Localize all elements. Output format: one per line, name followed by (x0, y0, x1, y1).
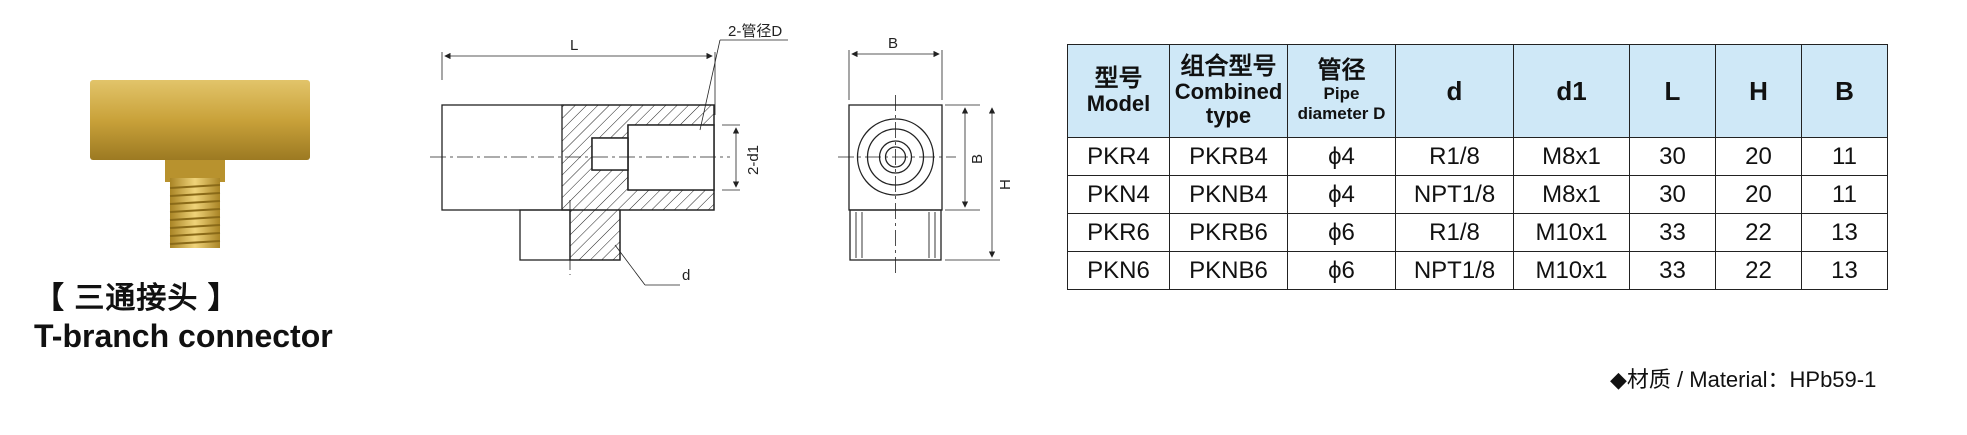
cell-model: PKR4 (1067, 137, 1170, 176)
cell-combined: PKRB6 (1169, 213, 1288, 252)
cell-d: NPT1/8 (1395, 175, 1514, 214)
cell-d1: M10x1 (1513, 213, 1630, 252)
table-row: PKN6 PKNB6 ϕ6 NPT1/8 M10x1 33 22 13 (1067, 251, 1888, 290)
cell-L: 30 (1629, 137, 1716, 176)
cell-d1: M8x1 (1513, 175, 1630, 214)
cell-H: 20 (1715, 137, 1802, 176)
cell-model: PKN4 (1067, 175, 1170, 214)
cell-L: 30 (1629, 175, 1716, 214)
header-combined-type: 组合型号 Combined type (1169, 44, 1288, 138)
table-row: PKN4 PKNB4 ϕ4 NPT1/8 M8x1 30 20 11 (1067, 175, 1888, 214)
product-photo (90, 80, 310, 248)
cell-pipe: ϕ4 (1287, 137, 1396, 176)
cell-H: 20 (1715, 175, 1802, 214)
header-B: B (1801, 44, 1888, 138)
table-header-row: 型号 Model 组合型号 Combined type 管径 Pipe diam… (1067, 44, 1888, 138)
material-note: ◆材质 / Material：HPb59-1 (1610, 367, 1877, 392)
cell-d: R1/8 (1395, 213, 1514, 252)
cell-d1: M8x1 (1513, 137, 1630, 176)
cell-L: 33 (1629, 213, 1716, 252)
product-name-en: T-branch connector (34, 318, 333, 354)
product-caption: 【 三通接头 】 T-branch connector (34, 282, 333, 354)
cell-d: NPT1/8 (1395, 251, 1514, 290)
cell-pipe: ϕ6 (1287, 213, 1396, 252)
cell-pipe: ϕ4 (1287, 175, 1396, 214)
dim-label-pipe: 2-管径D (728, 23, 782, 40)
header-H: H (1715, 44, 1802, 138)
cell-B: 13 (1801, 213, 1888, 252)
technical-drawing: L 2-管径D d 2-d1 B B H (430, 23, 1014, 286)
cell-model: PKR6 (1067, 213, 1170, 252)
spec-table: 型号 Model 组合型号 Combined type 管径 Pipe diam… (1067, 44, 1888, 290)
dim-label-L: L (570, 37, 578, 54)
cell-d: R1/8 (1395, 137, 1514, 176)
front-view (838, 50, 1000, 275)
cell-model: PKN6 (1067, 251, 1170, 290)
header-L: L (1629, 44, 1716, 138)
cell-B: 11 (1801, 137, 1888, 176)
dim-label-d1: 2-d1 (745, 145, 762, 175)
table-row: PKR6 PKRB6 ϕ6 R1/8 M10x1 33 22 13 (1067, 213, 1888, 252)
side-view (430, 39, 788, 286)
cell-combined: PKRB4 (1169, 137, 1288, 176)
cell-d1: M10x1 (1513, 251, 1630, 290)
dim-label-H: H (997, 179, 1014, 190)
cell-L: 33 (1629, 251, 1716, 290)
cell-H: 22 (1715, 251, 1802, 290)
dim-label-B-top: B (888, 35, 898, 52)
cell-combined: PKNB4 (1169, 175, 1288, 214)
cell-pipe: ϕ6 (1287, 251, 1396, 290)
cell-B: 13 (1801, 251, 1888, 290)
header-model: 型号 Model (1067, 44, 1170, 138)
header-pipe-diameter: 管径 Pipe diameter D (1287, 44, 1396, 138)
cell-H: 22 (1715, 213, 1802, 252)
table-row: PKR4 PKRB4 ϕ4 R1/8 M8x1 30 20 11 (1067, 137, 1888, 176)
cell-B: 11 (1801, 175, 1888, 214)
product-name-cn: 【 三通接头 】 (34, 282, 239, 315)
header-d: d (1395, 44, 1514, 138)
cell-combined: PKNB6 (1169, 251, 1288, 290)
dim-label-d: d (682, 267, 690, 284)
dim-label-B-side: B (969, 154, 986, 164)
header-d1: d1 (1513, 44, 1630, 138)
